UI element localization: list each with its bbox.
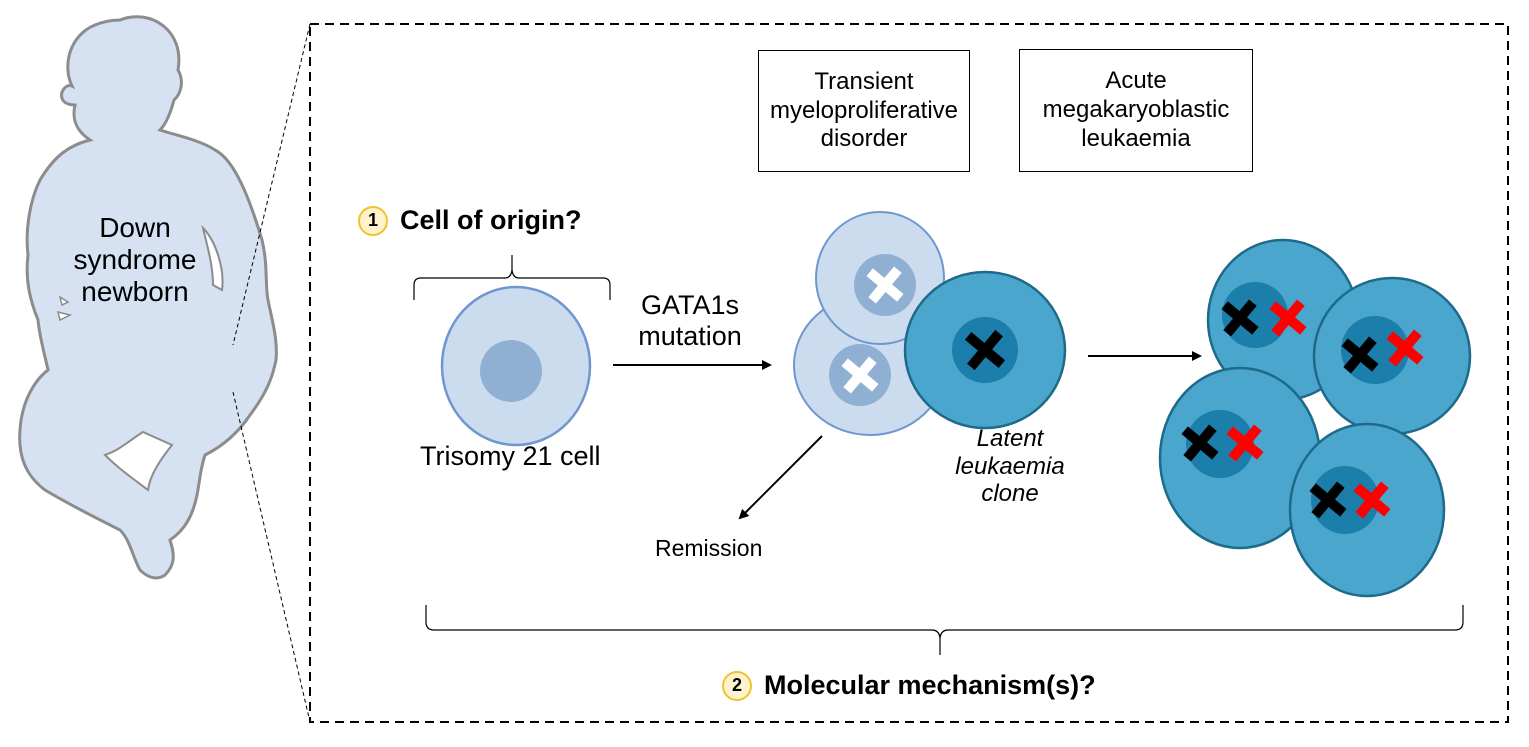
amkl-label-line: megakaryoblastic — [1042, 96, 1230, 124]
red-mutation-cross-icon — [1269, 299, 1307, 337]
tmd-label-line: myeloproliferative — [769, 96, 959, 124]
black-mutation-cross-icon — [1341, 336, 1379, 374]
baby-label-line: syndrome — [73, 244, 197, 276]
amkl-label-line: Acute — [1105, 67, 1167, 95]
zoom-line-top — [232, 23, 311, 346]
red-mutation-cross-icon — [1226, 424, 1264, 462]
number-badge-icon: 2 — [722, 670, 752, 701]
tmd-stage-box: Transient myeloproliferative disorder — [758, 50, 970, 172]
cell-of-origin-bracket — [413, 255, 611, 300]
trisomy-21-cell — [440, 285, 592, 447]
baby-leg-gap — [103, 430, 174, 492]
tmd-label-line: disorder — [820, 125, 908, 153]
amkl-cell-cluster — [1158, 238, 1472, 598]
molecular-mechanism-bracket — [425, 605, 1464, 655]
baby-hand-gap — [56, 295, 73, 322]
black-mutation-cross-icon — [1181, 424, 1219, 462]
zoom-line-bottom — [232, 391, 311, 723]
gata1s-mutation-label: GATA1s mutation — [615, 290, 765, 352]
amkl-cell — [1312, 276, 1472, 436]
baby-label: Down syndrome newborn — [60, 212, 210, 309]
number-badge-icon: 1 — [358, 205, 388, 236]
amkl-cell — [1288, 422, 1446, 598]
red-mutation-cross-icon — [1353, 481, 1391, 519]
question-molecular-mechanism: 2 Molecular mechanism(s)? — [722, 670, 1096, 701]
baby-silhouette — [18, 15, 278, 580]
white-mutation-cross-icon — [841, 356, 879, 394]
question-cell-of-origin: 1 Cell of origin? — [358, 205, 582, 236]
question-text: Cell of origin? — [400, 205, 582, 235]
latent-label-line: clone — [981, 480, 1039, 508]
black-mutation-cross-icon — [964, 329, 1006, 371]
baby-label-line: Down — [99, 212, 171, 243]
amkl-stage-box: Acute megakaryoblastic leukaemia — [1019, 49, 1253, 172]
zoom-frame — [309, 23, 1509, 723]
question-text: Molecular mechanism(s)? — [764, 670, 1096, 700]
white-mutation-cross-icon — [866, 266, 904, 304]
black-mutation-cross-icon — [1309, 481, 1347, 519]
amkl-cell — [1206, 238, 1360, 402]
tmd-label-line: Transient — [814, 67, 914, 95]
trisomy-cell-label: Trisomy 21 cell — [420, 441, 601, 471]
gata1s-label-line: GATA1s — [640, 290, 740, 320]
latent-label-line: leukaemia — [955, 452, 1065, 480]
remission-arrow — [738, 435, 823, 520]
baby-label-line: newborn — [81, 276, 189, 308]
tmd-cell-cluster — [793, 211, 1067, 436]
latent-label-line: Latent — [976, 425, 1044, 452]
amkl-cell — [1158, 366, 1322, 550]
baby-arm-gap — [201, 224, 224, 292]
baby-body — [18, 15, 278, 580]
black-mutation-cross-icon — [1221, 299, 1259, 337]
gata1s-label-line: mutation — [638, 321, 742, 352]
red-mutation-cross-icon — [1386, 329, 1424, 367]
remission-label: Remission — [655, 535, 763, 561]
latent-clone-label: Latent leukaemia clone — [935, 425, 1085, 508]
amkl-label-line: leukaemia — [1081, 124, 1191, 152]
